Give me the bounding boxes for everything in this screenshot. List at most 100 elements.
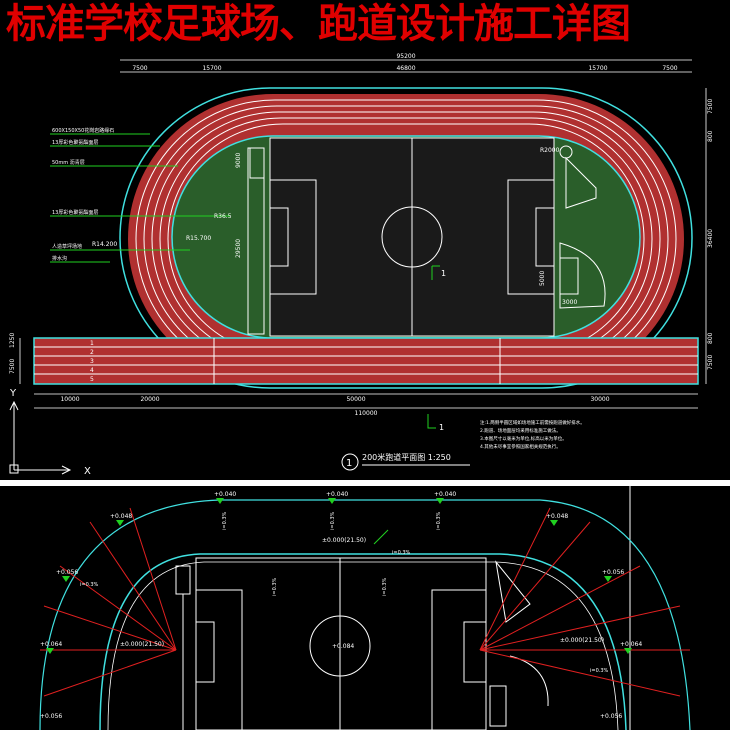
dim-overall-bottom: 110000 <box>355 410 378 417</box>
dim-right: 7500 <box>707 99 714 114</box>
elevation-markers <box>46 498 632 654</box>
inner-label-group: 9000 29500 5000 3000 R36.5 R15.700 R14.2… <box>92 147 577 306</box>
radial-slope-lines <box>40 507 690 697</box>
svg-text:50mm 沥青层: 50mm 沥青层 <box>52 159 85 166</box>
svg-text:3.本图尺寸以毫米为单位,标高以米为单位。: 3.本图尺寸以毫米为单位,标高以米为单位。 <box>480 435 567 442</box>
lane-number: 3 <box>90 358 94 365</box>
throw-sector <box>565 156 597 209</box>
side-elev-left: ±0.000(21.50) <box>120 641 164 648</box>
caption-number: 1 <box>346 458 352 469</box>
dim-top: 15700 <box>588 65 607 72</box>
grading-plan-drawing: +0.040 +0.040 +0.040 +0.048 +0.048 +0.05… <box>0 486 730 730</box>
slope-labels: i=0.3% i=0.3% i=0.3% i=0.3% i=0.3% i=0.3… <box>80 511 609 674</box>
dim-overall-top: 95200 <box>396 53 415 60</box>
high-jump-fan <box>559 242 606 309</box>
dim-top: 7500 <box>132 65 147 72</box>
side-elev-right: ±0.000(21.50) <box>560 637 604 644</box>
inner-label: R14.200 <box>92 241 117 248</box>
inner-label: 29500 <box>235 239 242 258</box>
track-plan-drawing: 600X150X50花岗岩路缘石 13厚彩色聚氨酯面层 50mm 沥青层 13厚彩色… <box>0 48 730 480</box>
notes: 注:1.两侧半圆区域如场地施工前需按跑道做好排水。 2.跑道、场地面层均采用标准… <box>480 419 585 450</box>
outer-boundary <box>119 87 693 389</box>
elev-label: +0.064 <box>620 641 642 648</box>
inner-label: R2000 <box>540 147 560 154</box>
dim-left: 7500 <box>9 359 16 374</box>
elev-label: +0.064 <box>40 641 62 648</box>
axis-y-label: Y <box>9 388 17 399</box>
inner-label: 3000 <box>562 299 577 306</box>
svg-text:13厚彩色聚氨酯面层: 13厚彩色聚氨酯面层 <box>52 209 98 216</box>
section-label: 1 <box>441 269 446 278</box>
dim-right: 36400 <box>707 229 714 248</box>
grade-inner-boundary <box>99 553 627 730</box>
elev-label: +0.056 <box>602 569 624 576</box>
lane-number: 1 <box>90 340 94 347</box>
inner-label: R36.5 <box>214 213 232 220</box>
straight-track <box>33 337 699 385</box>
elev-label: +0.040 <box>434 491 456 498</box>
elev-label: +0.056 <box>56 569 78 576</box>
goal-area-right <box>535 207 555 267</box>
grade-outer-arc <box>39 499 691 730</box>
center-elev-leader <box>373 529 389 545</box>
plan-caption: 200米跑道平面图 1:250 <box>362 452 451 462</box>
lane-number: 2 <box>90 349 94 356</box>
grade-fan <box>509 655 549 707</box>
dim-right: 800 <box>707 332 714 344</box>
dim-top: 15700 <box>202 65 221 72</box>
svg-text:人造草坪场地: 人造草坪场地 <box>52 243 82 250</box>
ucs-axis-icon <box>9 400 72 475</box>
grade-goal-left <box>195 621 215 683</box>
sand-pit <box>249 147 265 179</box>
lane-number: 4 <box>90 367 94 374</box>
grade-goal-right <box>463 621 487 683</box>
grading-plan-svg: +0.040 +0.040 +0.040 +0.048 +0.048 +0.05… <box>39 486 691 730</box>
dim-top: 46800 <box>396 65 415 72</box>
axis-x-label: X <box>84 466 91 477</box>
grade-high-jump <box>489 685 507 727</box>
dimension-lines <box>19 59 707 409</box>
inner-label: 9000 <box>235 153 242 168</box>
svg-text:2.跑道、场地面层均采用标准施工做法。: 2.跑道、场地面层均采用标准施工做法。 <box>480 427 561 434</box>
grade-penalty-right <box>431 589 487 730</box>
centre-spot-label: +0.084 <box>332 643 354 650</box>
lane-number-group: 1 2 3 4 5 <box>90 340 94 383</box>
svg-text:13厚彩色聚氨酯面层: 13厚彩色聚氨酯面层 <box>52 139 98 146</box>
inner-label: 5000 <box>539 271 546 286</box>
dim-top: 7500 <box>662 65 677 72</box>
dim-right: 800 <box>707 130 714 142</box>
vertical-dims: 7500 800 36400 800 7500 7500 1250 <box>9 99 714 374</box>
dim-bottom: 50000 <box>346 396 365 403</box>
grade-field-edge <box>107 561 619 730</box>
dim-right: 7500 <box>707 355 714 370</box>
elev-label: +0.040 <box>326 491 348 498</box>
track-plan-svg: 600X150X50花岗岩路缘石 13厚彩色聚氨酯面层 50mm 沥青层 13厚彩色… <box>9 53 714 477</box>
grade-sector <box>495 560 531 623</box>
straight-lanes <box>34 338 698 384</box>
grade-sand-pit <box>175 565 191 595</box>
slope-label: i=0.3% <box>382 577 388 596</box>
slope-label: i=0.3% <box>222 511 228 530</box>
slope-label: i=0.3% <box>330 511 336 530</box>
svg-text:600X150X50花岗岩路缘石: 600X150X50花岗岩路缘石 <box>52 127 114 134</box>
leader-lines <box>50 133 230 263</box>
goal-area-left <box>269 207 289 267</box>
slope-label: i=0.3% <box>436 511 442 530</box>
center-elev-label: ±0.000(21.50) <box>322 537 366 544</box>
section-label: 1 <box>439 423 444 432</box>
dim-bottom: 20000 <box>140 396 159 403</box>
title-bar: 标准学校足球场、跑道设计施工详图 <box>0 0 730 48</box>
slope-label: i=0.3% <box>590 668 609 674</box>
centre-circle <box>381 206 443 268</box>
dim-bottom: 30000 <box>590 396 609 403</box>
svg-text:排水沟: 排水沟 <box>52 255 67 262</box>
grade-penalty-left <box>195 589 243 730</box>
leader-texts: 600X150X50花岗岩路缘石 13厚彩色聚氨酯面层 50mm 沥青层 13厚彩色… <box>52 127 114 262</box>
slope-label: i=0.3% <box>272 577 278 596</box>
elev-label: +0.048 <box>110 513 132 520</box>
elev-label: +0.048 <box>546 513 568 520</box>
section-mark-bottom <box>427 414 436 429</box>
dim-bottom: 10000 <box>60 396 79 403</box>
grade-centre-circle <box>309 615 371 677</box>
slope-label: i=0.3% <box>392 550 411 556</box>
